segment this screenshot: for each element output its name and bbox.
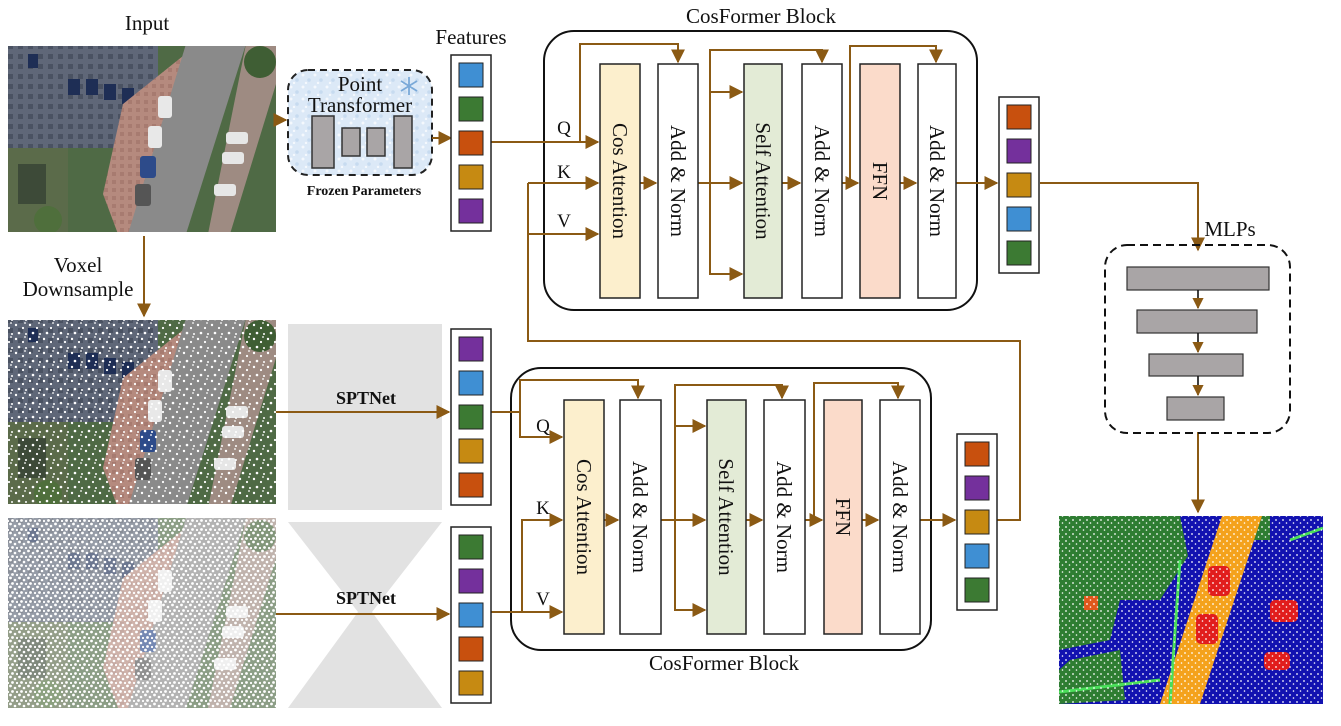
feature-token-blue <box>458 602 484 628</box>
sptnet1-feature-column <box>450 328 492 506</box>
feature-token-orange <box>458 130 484 156</box>
feature-token-orange <box>1006 104 1032 130</box>
bottom-add-norm-2: Add & Norm <box>763 399 806 635</box>
segmentation-output <box>1059 516 1323 704</box>
top-q-label: Q <box>557 118 571 139</box>
bottom-output-column <box>956 433 998 611</box>
svg-text:FFN: FFN <box>868 162 892 201</box>
frozen-parameters-label: Frozen Parameters <box>307 184 422 199</box>
bottom-self-attention: Self Attention <box>706 399 747 635</box>
feature-token-gold <box>458 164 484 190</box>
svg-text:Self Attention: Self Attention <box>751 122 775 240</box>
top-v-label: V <box>557 211 571 232</box>
feature-token-purple <box>458 198 484 224</box>
feature-token-purple <box>458 336 484 362</box>
bottom-add-norm-3: Add & Norm <box>879 399 921 635</box>
sptnet-label-1: SPTNet <box>336 388 396 408</box>
cosformer-block-bottom-title: CosFormer Block <box>649 651 799 675</box>
feature-token-green <box>458 404 484 430</box>
feature-token-orange <box>458 472 484 498</box>
feature-token-gold <box>964 509 990 535</box>
top-add-norm-1: Add & Norm <box>657 63 699 299</box>
cosformer-block-top-title: CosFormer Block <box>686 4 836 28</box>
svg-text:Self Attention: Self Attention <box>714 458 738 576</box>
point-transformer-module: Point Transformer <box>287 69 433 176</box>
connection-arrows <box>137 43 1205 621</box>
snowflake-icon <box>400 77 418 95</box>
cosformer-block-top <box>543 30 978 311</box>
feature-token-gold <box>458 670 484 696</box>
sptnet2-feature-column <box>450 526 492 704</box>
features-column <box>450 54 492 232</box>
feature-token-green <box>964 577 990 603</box>
top-self-attention: Self Attention <box>743 63 783 299</box>
svg-text:Add & Norm: Add & Norm <box>810 125 834 237</box>
bottom-ffn: FFN <box>823 399 863 635</box>
feature-token-gold <box>458 438 484 464</box>
top-add-norm-2: Add & Norm <box>801 63 843 299</box>
point-transformer-label-line2: Transformer <box>308 93 412 117</box>
svg-text:Add & Norm: Add & Norm <box>772 461 796 573</box>
top-k-label: K <box>557 162 571 183</box>
feature-token-orange <box>964 441 990 467</box>
feature-token-purple <box>964 475 990 501</box>
svg-text:Add & Norm: Add & Norm <box>628 461 652 573</box>
top-add-norm-3: Add & Norm <box>917 63 957 299</box>
feature-token-purple <box>1006 138 1032 164</box>
downsampled-point-cloud-2 <box>8 518 276 708</box>
cosformer-block-bottom <box>510 367 932 651</box>
top-cos-attention: Cos Attention <box>599 63 641 299</box>
bottom-cos-attention: Cos Attention <box>563 399 605 635</box>
feature-token-blue <box>458 370 484 396</box>
svg-text:Add & Norm: Add & Norm <box>666 125 690 237</box>
feature-token-green <box>458 534 484 560</box>
sptnet-encoder-1 <box>288 324 442 510</box>
features-label: Features <box>435 25 506 49</box>
bottom-v-label: V <box>536 589 550 610</box>
svg-text:FFN: FFN <box>831 498 855 537</box>
svg-text:Add & Norm: Add & Norm <box>888 461 912 573</box>
input-label: Input <box>125 11 169 35</box>
feature-token-blue <box>1006 206 1032 232</box>
sptnet-label-2: SPTNet <box>336 588 396 608</box>
mlps-module <box>1104 244 1291 434</box>
feature-token-gold <box>1006 172 1032 198</box>
top-ffn: FFN <box>859 63 901 299</box>
feature-token-green <box>458 96 484 122</box>
svg-text:Add & Norm: Add & Norm <box>925 125 949 237</box>
feature-token-green <box>1006 240 1032 266</box>
voxel-label-line1: Voxel <box>54 253 103 277</box>
point-transformer-label-line1: Point <box>338 72 383 96</box>
svg-text:Cos Attention: Cos Attention <box>608 123 632 240</box>
voxel-label-line2: Downsample <box>23 277 134 301</box>
svg-text:Cos Attention: Cos Attention <box>572 459 596 576</box>
feature-token-orange <box>458 636 484 662</box>
bottom-k-label: K <box>536 498 550 519</box>
input-point-cloud <box>8 46 276 232</box>
bottom-q-label: Q <box>536 416 550 437</box>
feature-token-purple <box>458 568 484 594</box>
bottom-add-norm-1: Add & Norm <box>619 399 662 635</box>
feature-token-blue <box>458 62 484 88</box>
mlps-label: MLPs <box>1204 217 1255 241</box>
feature-token-blue <box>964 543 990 569</box>
top-output-column <box>998 96 1040 274</box>
downsampled-point-cloud-1 <box>8 320 276 504</box>
